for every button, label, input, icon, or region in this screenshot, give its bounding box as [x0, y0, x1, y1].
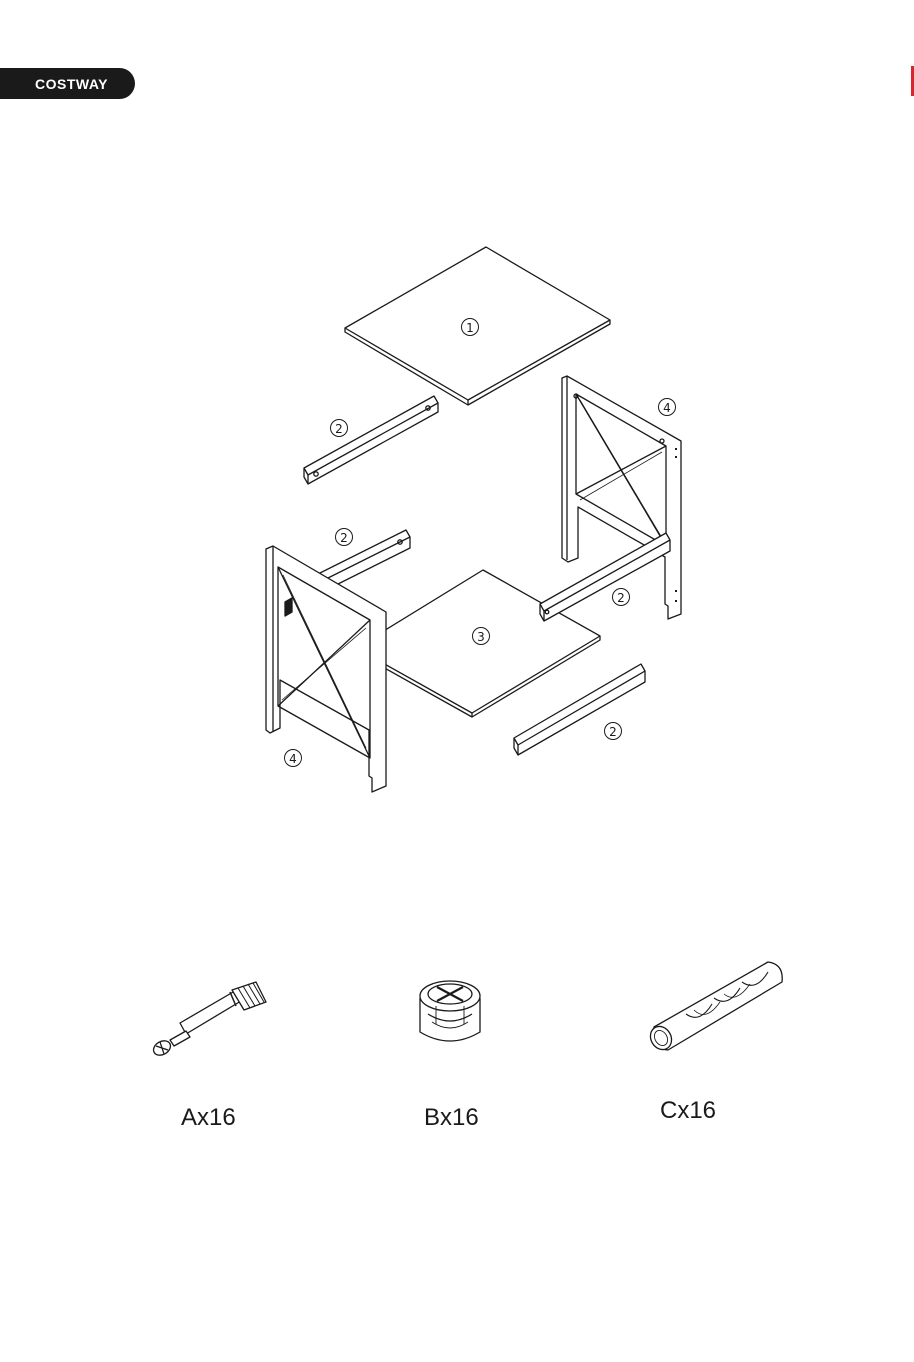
x-frame-left-part: [266, 546, 386, 792]
cam-bolt-icon: [151, 982, 266, 1058]
part-number-right-frame: 4: [663, 401, 671, 415]
part-number-left-rail: 2: [340, 531, 348, 545]
wooden-dowel-icon: [646, 962, 782, 1053]
hardware-label-a: Ax16: [181, 1104, 236, 1132]
side-rail-right-part: [540, 533, 670, 621]
part-number-bottom-panel: 3: [477, 630, 485, 644]
part-number-left-frame: 4: [289, 752, 297, 766]
side-rail-upper-part: [304, 396, 438, 484]
part-number-upper-rail: 2: [335, 422, 343, 436]
part-number-bottom-rail: 2: [609, 725, 617, 739]
part-number-top-panel: 1: [466, 321, 474, 335]
hardware-label-b: Bx16: [424, 1104, 479, 1132]
hardware-label-c: Cx16: [660, 1097, 716, 1125]
cam-lock-icon: [420, 981, 480, 1041]
part-number-right-rail: 2: [617, 591, 625, 605]
